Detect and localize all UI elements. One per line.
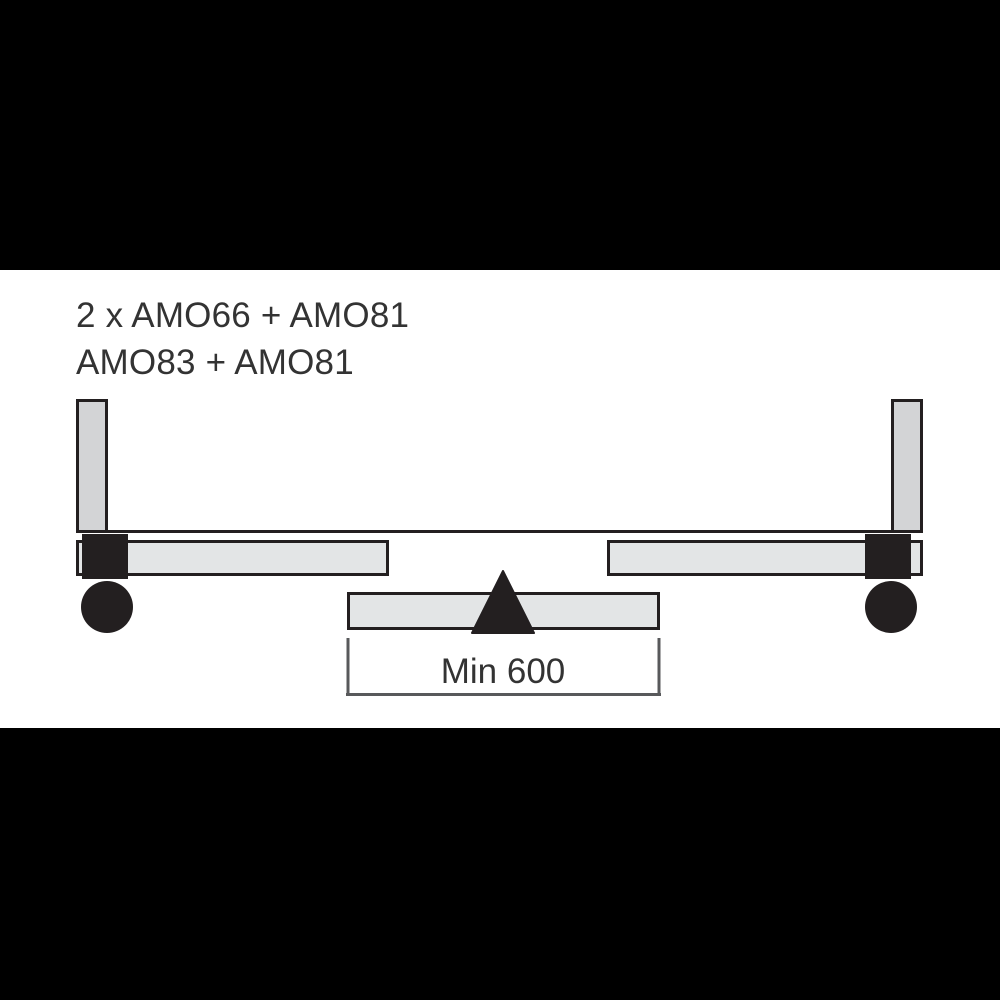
center-triangle-marker — [471, 570, 535, 634]
left-joint-block — [82, 534, 128, 579]
diagram-panel: 2 x AMO66 + AMO81 AMO83 + AMO81 — [0, 270, 1000, 728]
right-vertical-post — [891, 399, 923, 533]
left-vertical-post — [76, 399, 108, 533]
letterbox-top — [0, 0, 1000, 270]
right-wheel — [865, 581, 917, 633]
caption-line-1: 2 x AMO66 + AMO81 — [76, 296, 410, 335]
caption-line-2: AMO83 + AMO81 — [76, 343, 354, 382]
dimension-label: Min 600 — [441, 652, 566, 691]
letterbox-bottom — [0, 728, 1000, 1000]
right-joint-block — [865, 534, 911, 579]
caption-block: 2 x AMO66 + AMO81 AMO83 + AMO81 — [76, 292, 409, 386]
left-horizontal-rail — [76, 540, 389, 576]
left-wheel — [81, 581, 133, 633]
assembly-drawing: Min 600 — [76, 399, 923, 696]
